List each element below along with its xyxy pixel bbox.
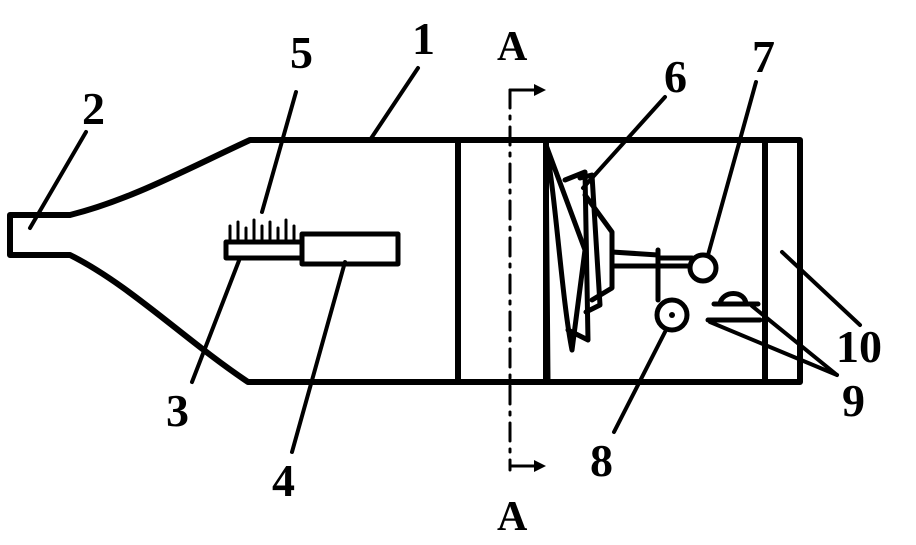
label-6: 6 xyxy=(664,51,687,102)
label-7: 7 xyxy=(752,31,775,82)
leader-1 xyxy=(368,66,420,142)
leader-6 xyxy=(581,95,667,190)
leader-4 xyxy=(290,260,347,454)
leader-9a xyxy=(750,304,839,377)
label-8: 8 xyxy=(590,435,613,486)
leader-7 xyxy=(706,80,758,257)
cone-part-6 xyxy=(543,142,693,383)
label-1: 1 xyxy=(412,13,435,64)
leader-10 xyxy=(780,250,862,327)
leader-3 xyxy=(190,256,242,384)
section-arrow-top xyxy=(508,84,546,96)
leader-lines xyxy=(28,66,862,454)
label-5: 5 xyxy=(290,27,313,78)
wheel-part-8 xyxy=(654,297,690,333)
comb-part-5 xyxy=(228,218,296,244)
leader-2 xyxy=(28,130,88,230)
label-9: 9 xyxy=(842,375,865,426)
shaft-bracket xyxy=(655,247,695,303)
leader-8 xyxy=(612,328,668,434)
block-part-4 xyxy=(299,231,401,267)
section-arrow-bottom xyxy=(508,460,546,472)
leader-5 xyxy=(260,90,298,214)
leader-9b xyxy=(708,320,839,377)
label-3: 3 xyxy=(166,385,189,436)
section-label-bottom: A xyxy=(497,494,528,540)
housing-outline xyxy=(7,137,803,385)
partition-block xyxy=(455,137,549,385)
contacts-part-9 xyxy=(705,291,763,323)
wheel-center xyxy=(669,312,675,318)
roller-part-7 xyxy=(687,252,719,284)
section-label-top: A xyxy=(497,24,528,70)
label-10: 10 xyxy=(836,321,882,372)
label-4: 4 xyxy=(272,455,295,506)
label-2: 2 xyxy=(82,83,105,134)
strip-part-3 xyxy=(223,239,305,261)
